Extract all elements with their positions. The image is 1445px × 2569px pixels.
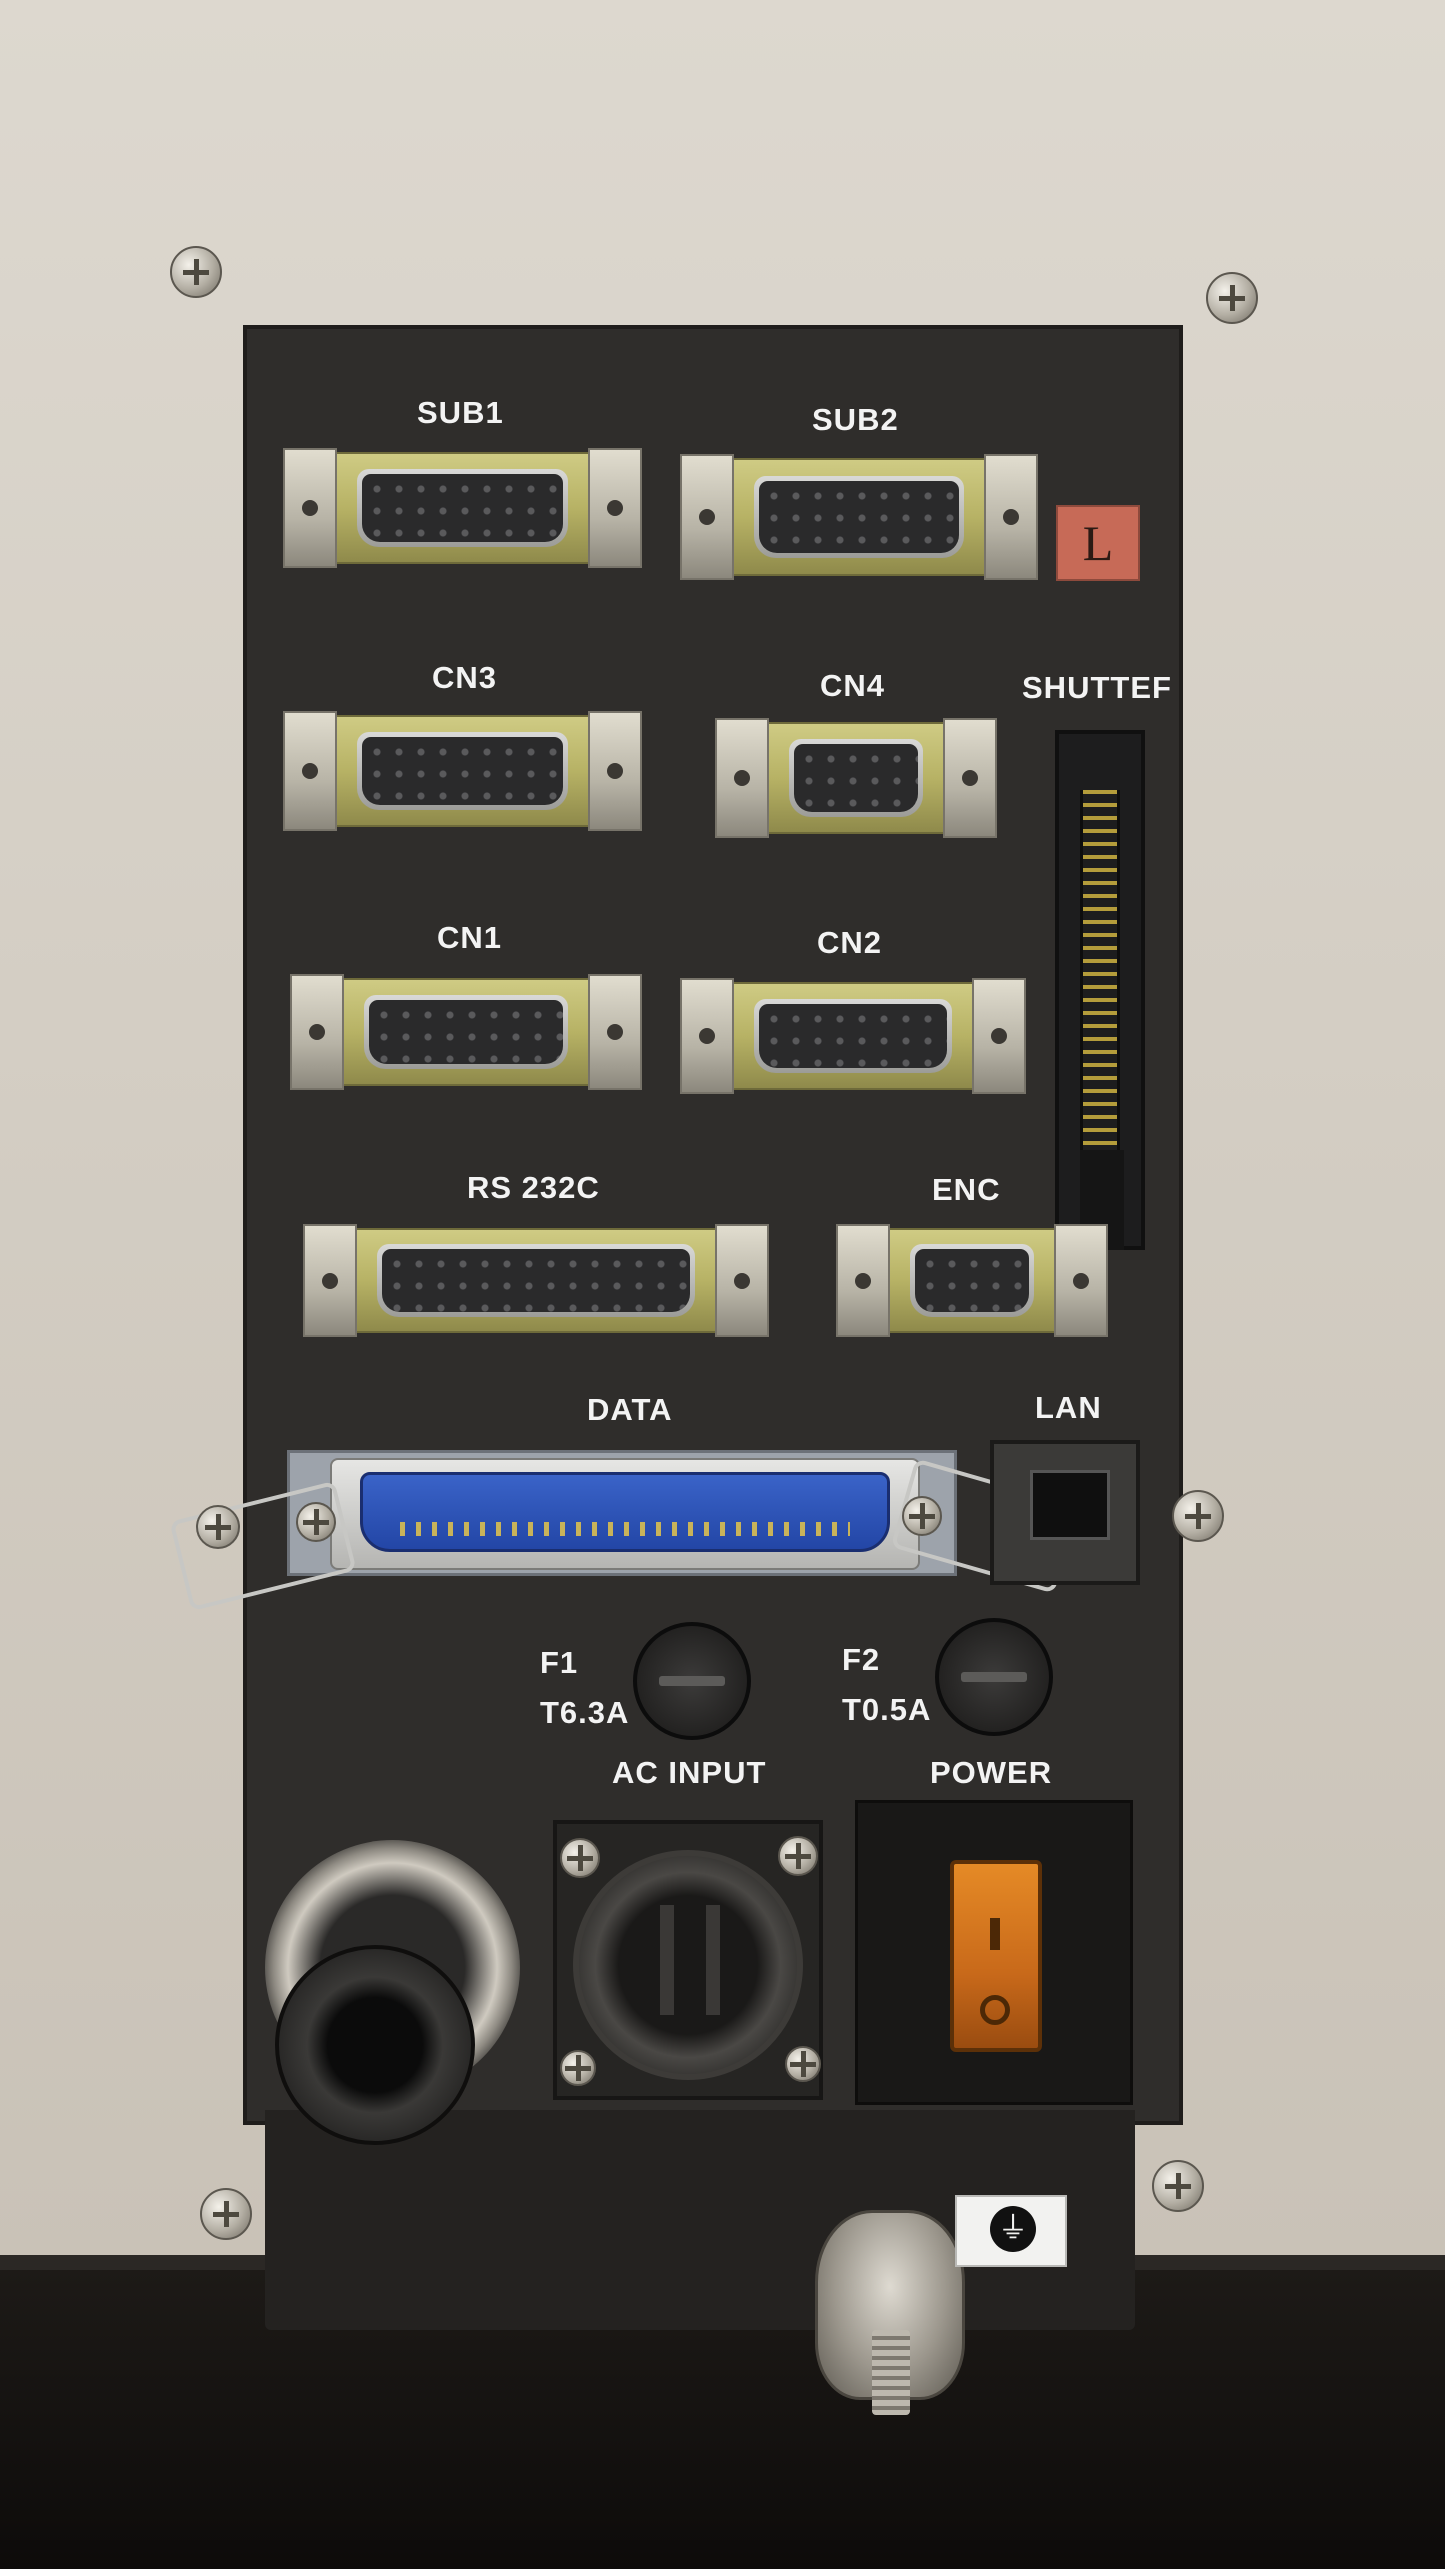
data-label: DATA [587, 1392, 673, 1427]
sub2-connector[interactable] [680, 454, 1038, 580]
cn1-connector[interactable] [290, 974, 642, 1090]
shutter-header-pins [1080, 790, 1120, 1170]
rs232c-connector[interactable] [303, 1224, 769, 1337]
cn3-label: CN3 [432, 660, 498, 695]
f1-label: F1 [540, 1645, 579, 1680]
l-badge: L [1056, 505, 1140, 581]
cn2-label: CN2 [817, 925, 883, 960]
ac-input-pins [660, 1905, 720, 2015]
screw-icon [785, 2046, 821, 2082]
enc-label: ENC [932, 1172, 1001, 1207]
screw-icon [560, 1838, 600, 1878]
cn1-label: CN1 [437, 920, 503, 955]
screw-icon [1172, 1490, 1224, 1542]
fuse-holder-f2[interactable] [935, 1618, 1053, 1736]
f2-label: F2 [842, 1642, 881, 1677]
cn4-connector[interactable] [715, 718, 997, 838]
air-fitting-tube [275, 1945, 475, 2145]
screw-icon [778, 1836, 818, 1876]
cn4-label: CN4 [820, 668, 886, 703]
lan-label: LAN [1035, 1390, 1102, 1425]
lan-jack[interactable] [1030, 1470, 1110, 1540]
ac-input-connector[interactable] [573, 1850, 803, 2080]
power-on-symbol-icon [990, 1918, 1000, 1950]
screw-icon [1152, 2160, 1204, 2212]
ground-symbol-icon: ⏚ [990, 2206, 1036, 2252]
f2-rating-label: T0.5A [842, 1692, 932, 1727]
cn2-connector[interactable] [680, 978, 1026, 1094]
screw-icon [200, 2188, 252, 2240]
power-off-symbol-icon [980, 1995, 1010, 2025]
power-label: POWER [930, 1755, 1053, 1790]
fuse-holder-f1[interactable] [633, 1622, 751, 1740]
screw-icon [296, 1502, 336, 1542]
ac-input-label: AC INPUT [612, 1755, 767, 1790]
data-connector-face [360, 1472, 890, 1552]
screw-icon [170, 246, 222, 298]
screw-icon [196, 1505, 240, 1549]
cn3-connector[interactable] [283, 711, 642, 831]
f1-rating-label: T6.3A [540, 1695, 630, 1730]
ground-bolt [872, 2330, 910, 2415]
screw-icon [560, 2050, 596, 2086]
screw-icon [902, 1496, 942, 1536]
sub1-label: SUB1 [417, 395, 504, 430]
sub2-label: SUB2 [812, 402, 899, 437]
data-connector-pins [400, 1522, 850, 1536]
shutter-label: SHUTTEF [1022, 670, 1172, 705]
screw-icon [1206, 272, 1258, 324]
enc-connector[interactable] [836, 1224, 1108, 1337]
sub1-connector[interactable] [283, 448, 642, 568]
rs232c-label: RS 232C [467, 1170, 600, 1205]
